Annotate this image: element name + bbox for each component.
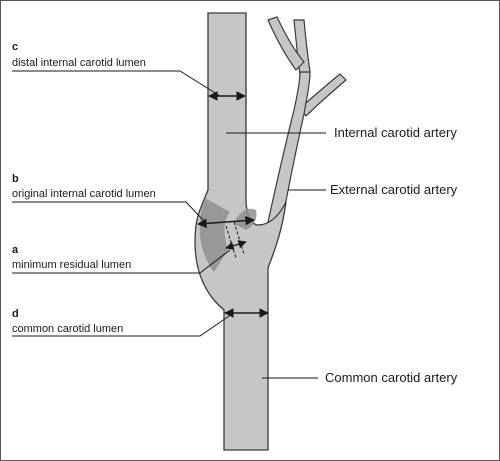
internal-and-common-carotid [194, 12, 287, 451]
label-letter-d: d [12, 308, 19, 320]
label-letter-a: a [12, 244, 19, 256]
measurement-b: b original internal carotid lumen [12, 173, 255, 229]
external-carotid-artery [267, 16, 347, 223]
label-internal-carotid: Internal carotid artery [226, 125, 457, 140]
measurement-a: a minimum residual lumen [12, 221, 247, 274]
label-text-c: distal internal carotid lumen [12, 57, 146, 69]
label-text-a: minimum residual lumen [12, 259, 131, 271]
label-text-d: common carotid lumen [12, 323, 123, 335]
label-letter-c: c [12, 41, 18, 53]
label-external-carotid-artery: External carotid artery [330, 182, 458, 197]
measurement-c: c distal internal carotid lumen [12, 41, 246, 101]
label-common-carotid-artery: Common carotid artery [325, 370, 458, 385]
measurement-d: d common carotid lumen [12, 308, 269, 337]
label-internal-carotid-artery: Internal carotid artery [334, 125, 457, 140]
label-text-b: original internal carotid lumen [12, 188, 156, 200]
label-letter-b: b [12, 173, 19, 185]
label-external-carotid: External carotid artery [288, 182, 458, 197]
label-common-carotid: Common carotid artery [262, 370, 458, 385]
